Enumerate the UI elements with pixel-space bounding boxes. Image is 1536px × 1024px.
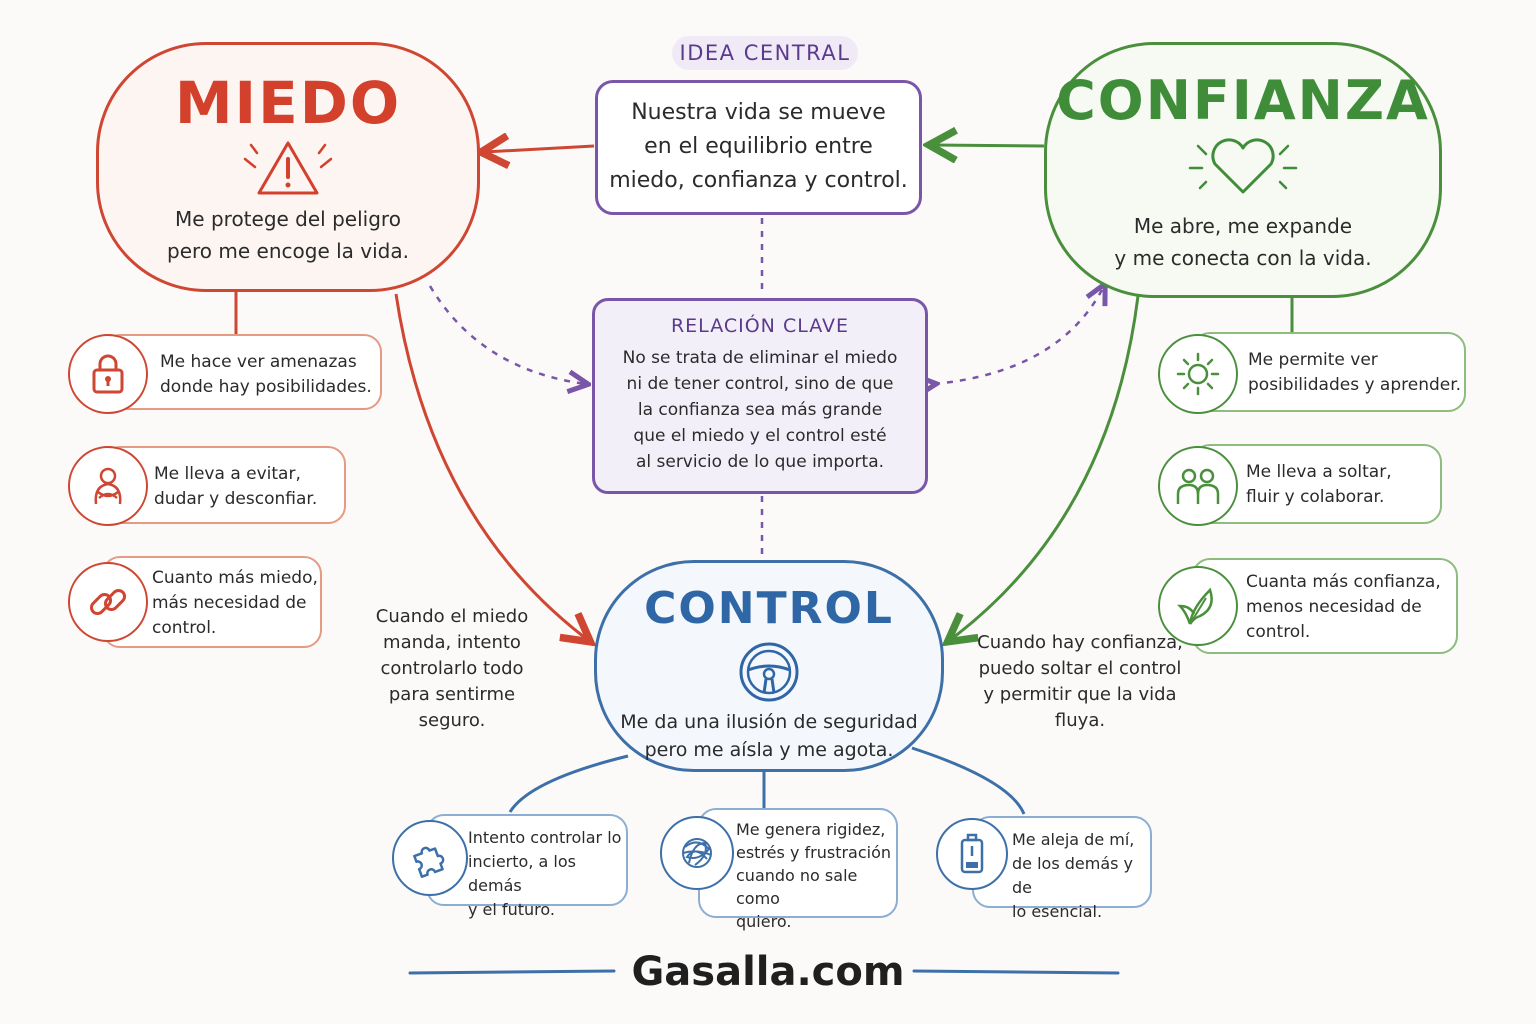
note-line: controlarlo todo: [380, 658, 524, 679]
note-line: manda, intento: [383, 632, 521, 653]
warning-icon: [99, 137, 477, 199]
control-item-text: de los demás y de: [1012, 854, 1134, 897]
confianza-item-text: posibilidades y aprender.: [1248, 375, 1462, 395]
miedo-item-text: Me hace ver amenazas: [160, 352, 357, 372]
confianza-item-2: Me lleva a soltar, fluir y colaborar.: [1158, 444, 1442, 526]
control-item-text: y el futuro.: [468, 900, 555, 919]
note-line: para sentirme: [388, 684, 516, 705]
note-line: fluya.: [1054, 710, 1106, 731]
miedo-item-text: Cuanto más miedo,: [152, 568, 318, 588]
arrow-idea-to-confianza: [932, 145, 1045, 146]
confianza-item-3: Cuanta más confianza, menos necesidad de…: [1158, 558, 1458, 654]
miedo-item-3: Cuanto más miedo, más necesidad de contr…: [68, 556, 322, 648]
note-line: puedo soltar el control: [978, 658, 1182, 679]
control-node: CONTROL Me da una ilusión de seguridad p…: [594, 560, 944, 772]
control-item-text: estrés y frustración: [736, 843, 892, 862]
idea-line: miedo, confianza y control.: [609, 168, 908, 193]
puzzle-icon: [392, 820, 468, 896]
miedo-item-text: donde hay posibilidades.: [160, 377, 372, 397]
people-icon: [1158, 446, 1238, 526]
relacion-line: No se trata de eliminar el miedo: [622, 348, 898, 368]
idea-central-box: Nuestra vida se mueve en el equilibrio e…: [595, 80, 922, 215]
dotted-miedo-relation: [428, 285, 586, 384]
control-item-text: cuando no sale como: [736, 866, 858, 908]
confianza-item-1: Me permite ver posibilidades y aprender.: [1158, 332, 1466, 414]
confianza-item-text: Cuanta más confianza,: [1246, 572, 1441, 592]
confianza-item-text: menos necesidad de: [1246, 597, 1422, 617]
arrow-miedo-to-control: [394, 293, 588, 640]
chain-link-icon: [68, 562, 148, 642]
note-line: Cuando hay confianza,: [977, 632, 1183, 653]
miedo-item-2: Me lleva a evitar, dudar y desconfiar.: [68, 446, 346, 526]
confianza-item-text: Me permite ver: [1248, 350, 1378, 370]
relacion-line: al servicio de lo que importa.: [635, 452, 885, 472]
relacion-title: RELACIÓN CLAVE: [670, 315, 850, 337]
footer-brand: Gasalla.com: [631, 949, 905, 995]
confianza-node: CONFIANZA Me abre, me expande y me conec…: [1044, 42, 1442, 298]
confianza-desc-line: Me abre, me expande: [1133, 214, 1353, 238]
idea-central-tag: IDEA CENTRAL: [672, 36, 858, 70]
note-line: y permitir que la vida: [983, 684, 1177, 705]
idea-line: Nuestra vida se mueve: [631, 100, 886, 125]
note-line: Cuando el miedo: [375, 606, 529, 627]
control-desc-line: Me da una ilusión de seguridad: [620, 711, 918, 733]
confianza-item-text: fluir y colaborar.: [1246, 487, 1385, 507]
arrow-idea-to-miedo: [484, 146, 595, 152]
control-item-text: quiero.: [736, 912, 792, 931]
note-line: seguro.: [418, 710, 486, 731]
control-item-text: Me aleja de mí,: [1012, 830, 1135, 849]
miedo-desc-line: Me protege del peligro: [175, 207, 401, 231]
miedo-item-1: Me hace ver amenazas donde hay posibilid…: [68, 334, 382, 414]
control-item-2: Me genera rigidez, estrés y frustración …: [660, 808, 898, 931]
relacion-line: que el miedo y el control esté: [633, 426, 887, 446]
control-item-text: Me genera rigidez,: [736, 820, 886, 839]
control-branch-left: [508, 754, 629, 813]
miedo-title: MIEDO: [174, 69, 402, 137]
miedo-item-text: dudar y desconfiar.: [154, 489, 318, 509]
tangle-icon: [660, 816, 734, 890]
arrow-confianza-to-control: [950, 295, 1140, 640]
battery-low-icon: [936, 818, 1008, 890]
miedo-item-text: más necesidad de: [152, 593, 307, 613]
hugging-self-icon: [68, 446, 148, 526]
leaf-icon: [1158, 566, 1238, 646]
lock-icon: [68, 334, 148, 414]
control-item-text: Intento controlar lo: [468, 828, 622, 847]
control-item-text: lo esencial.: [1012, 902, 1103, 921]
control-branch-right: [911, 746, 1026, 815]
heart-icon: [1047, 132, 1439, 198]
control-item-3: Me aleja de mí, de los demás y de lo ese…: [936, 816, 1152, 921]
confianza-item-text: control.: [1246, 622, 1311, 642]
dotted-confianza-relation: [934, 286, 1104, 384]
miedo-item-text: Me lleva a evitar,: [154, 464, 301, 484]
control-desc-line: pero me aísla y me agota.: [644, 739, 894, 761]
steering-wheel-icon: [597, 640, 941, 704]
miedo-desc-line: pero me encoge la vida.: [167, 239, 409, 263]
note-miedo-control: Cuando el miedo manda, intento controlar…: [362, 604, 542, 734]
note-confianza-control: Cuando hay confianza, puedo soltar el co…: [970, 630, 1190, 734]
idea-line: en el equilibrio entre: [644, 134, 873, 159]
sun-icon: [1158, 334, 1238, 414]
confianza-title: CONFIANZA: [1056, 69, 1430, 132]
control-item-text: incierto, a los demás: [468, 852, 576, 895]
relacion-line: la confianza sea más grande: [637, 400, 883, 420]
miedo-item-text: control.: [152, 618, 217, 638]
miedo-node: MIEDO Me protege del peligro pero me enc…: [96, 42, 480, 292]
control-item-1: Intento controlar lo incierto, a los dem…: [392, 814, 628, 919]
confianza-desc-line: y me conecta con la vida.: [1114, 246, 1372, 270]
control-title: CONTROL: [644, 583, 894, 634]
confianza-item-text: Me lleva a soltar,: [1246, 462, 1392, 482]
relacion-clave-box: RELACIÓN CLAVE No se trata de eliminar e…: [592, 298, 928, 494]
relacion-line: ni de tener control, sino de que: [626, 374, 894, 394]
